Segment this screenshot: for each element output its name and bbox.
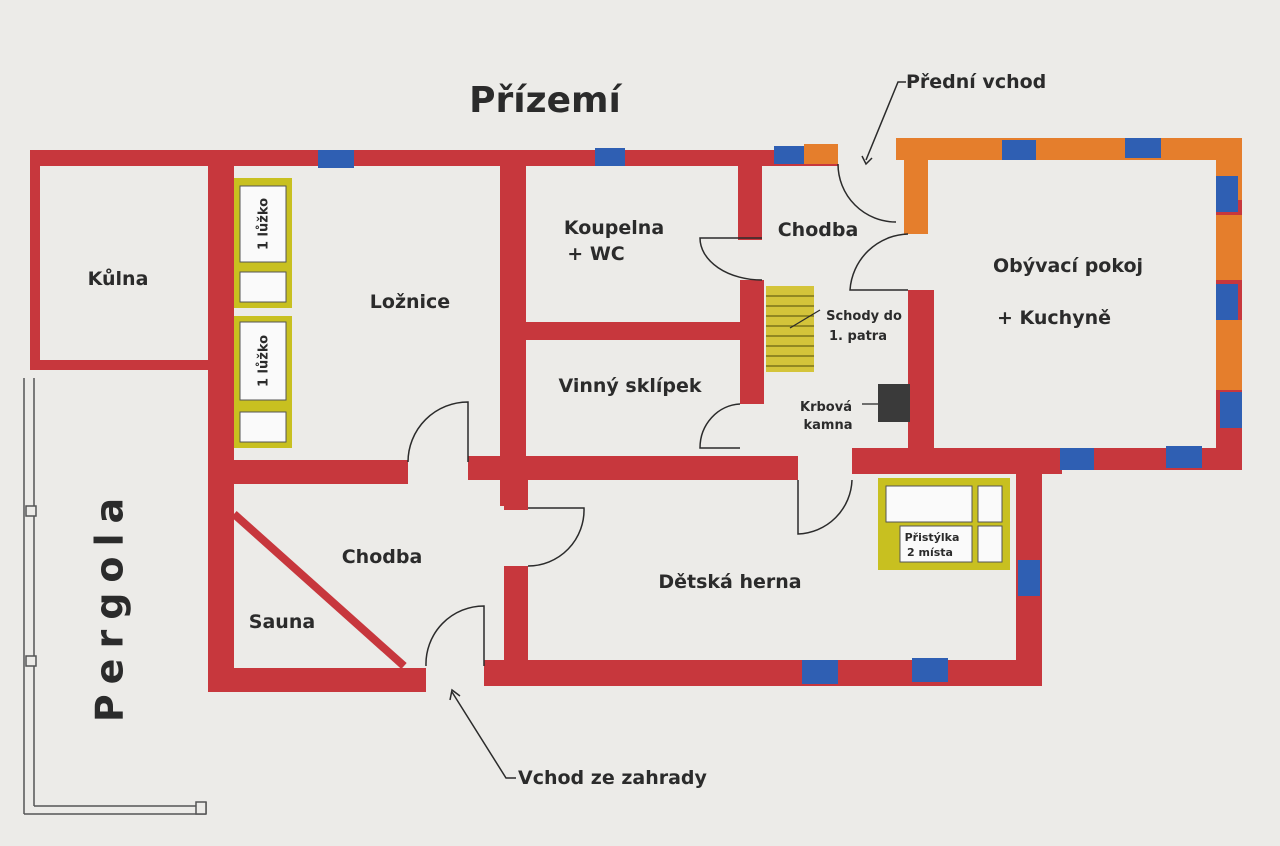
bed-label: 1 lůžko [257, 335, 272, 387]
door-front [837, 163, 897, 223]
stairs-label-2: 1. patra [829, 329, 887, 344]
window [1220, 392, 1242, 428]
wall-obyvaci-west [908, 290, 934, 470]
window [1060, 448, 1094, 470]
extra-bed-pillow [977, 525, 1003, 563]
garden-entrance-arrow [451, 691, 516, 779]
window [1018, 560, 1040, 596]
window [1002, 140, 1036, 160]
wall-orange-east-3 [1216, 320, 1242, 390]
front-entrance-arrow [865, 81, 906, 161]
bed-mattress [239, 321, 287, 401]
pergola [23, 378, 207, 815]
bed-pillow [239, 411, 287, 443]
door-herna-north [797, 479, 853, 535]
walls [30, 138, 1242, 692]
room-label-kulna: Kůlna [88, 267, 149, 290]
stove-label-2: kamna [804, 418, 853, 433]
room-label-chodba-top: Chodba [778, 219, 859, 241]
stove-icon [878, 384, 910, 422]
wall-herna-west-top [504, 480, 528, 510]
extra-bed-label-1: Přistýlka [905, 531, 960, 544]
room-label-kuchyne: + Kuchyně [997, 307, 1111, 329]
door-herna-west [527, 507, 585, 567]
door-koupelna [699, 237, 763, 281]
door-loznice [407, 401, 469, 463]
front-entrance-arrowhead [861, 155, 873, 166]
stairs-block [766, 286, 814, 372]
wall-top [30, 150, 838, 166]
extra-bed-top [885, 485, 973, 523]
page-title: Přízemí [469, 80, 622, 121]
wall-bottom-right [484, 660, 1042, 686]
door-garden [425, 605, 485, 667]
room-label-sauna: Sauna [249, 611, 315, 633]
room-label-chodba-bottom: Chodba [342, 546, 423, 568]
room-label-koupelna: Koupelna [564, 217, 664, 239]
wall-orange-top-left [804, 144, 838, 164]
wall-kulna-bottom [30, 360, 215, 370]
stairs-pointer [789, 309, 821, 329]
front-entrance-label: Přední vchod [906, 71, 1046, 93]
bed-mattress [239, 185, 287, 263]
wall-loznice-bottom-left [208, 460, 408, 484]
bed-label: 1 lůžko [257, 198, 272, 250]
bed-1: 1 lůžko [234, 178, 292, 308]
annotations: Schody do 1. patra Krbová kamna Přední v… [449, 71, 1046, 789]
wall-orange-east-2 [1216, 215, 1242, 280]
room-label-vinny-sklipek: Vinný sklípek [558, 375, 701, 397]
wall-orange-top [896, 138, 1242, 160]
wall-loznice-east [500, 166, 526, 506]
window [1216, 284, 1238, 320]
window [912, 658, 948, 682]
window [595, 148, 625, 166]
sauna-diagonal-wall [231, 511, 407, 669]
wall-middle-horizontal [468, 456, 798, 480]
room-label-loznice: Ložnice [370, 291, 450, 313]
room-label-detska-herna: Dětská herna [658, 571, 801, 593]
pergola-label: Pergola [88, 488, 132, 722]
door-vinny [699, 403, 741, 449]
wall-bottom-left [208, 668, 426, 692]
stairs-label-1: Schody do [826, 309, 902, 324]
window [1216, 176, 1238, 212]
window [774, 146, 804, 164]
bed-pillow [239, 271, 287, 303]
bed-2: 1 lůžko [234, 316, 292, 448]
garden-entrance-arrowhead [449, 688, 461, 701]
window [1166, 446, 1202, 468]
door-obyvaci [849, 233, 909, 291]
wall-orange-west [904, 138, 928, 234]
wall-west [208, 150, 234, 692]
wall-vinny-east [740, 280, 764, 404]
room-labels: Kůlna Ložnice Koupelna + WC Chodba Obýva… [88, 217, 1143, 633]
stove-label-1: Krbová [800, 400, 852, 415]
wall-kulna-left [30, 150, 40, 368]
room-label-wc: + WC [567, 243, 624, 265]
garden-entrance-label: Vchod ze zahrady [518, 767, 708, 789]
extra-bed-pillow [977, 485, 1003, 523]
extra-bed: Přistýlka 2 místa [878, 478, 1010, 570]
wall-koupelna-bottom [526, 322, 748, 340]
stairs [766, 286, 821, 372]
door-swings [407, 163, 909, 667]
wall-koupelna-east-top [738, 150, 762, 240]
windows [318, 138, 1242, 684]
extra-bed-label-2: 2 místa [907, 546, 953, 559]
window [802, 660, 838, 684]
extra-bed-bottom [899, 525, 973, 563]
wall-middle-horizontal-right [852, 448, 1062, 474]
wall-herna-west-bottom [504, 566, 528, 686]
window [1125, 138, 1161, 158]
room-label-obyvaci: Obývací pokoj [993, 255, 1143, 277]
window [318, 150, 354, 168]
